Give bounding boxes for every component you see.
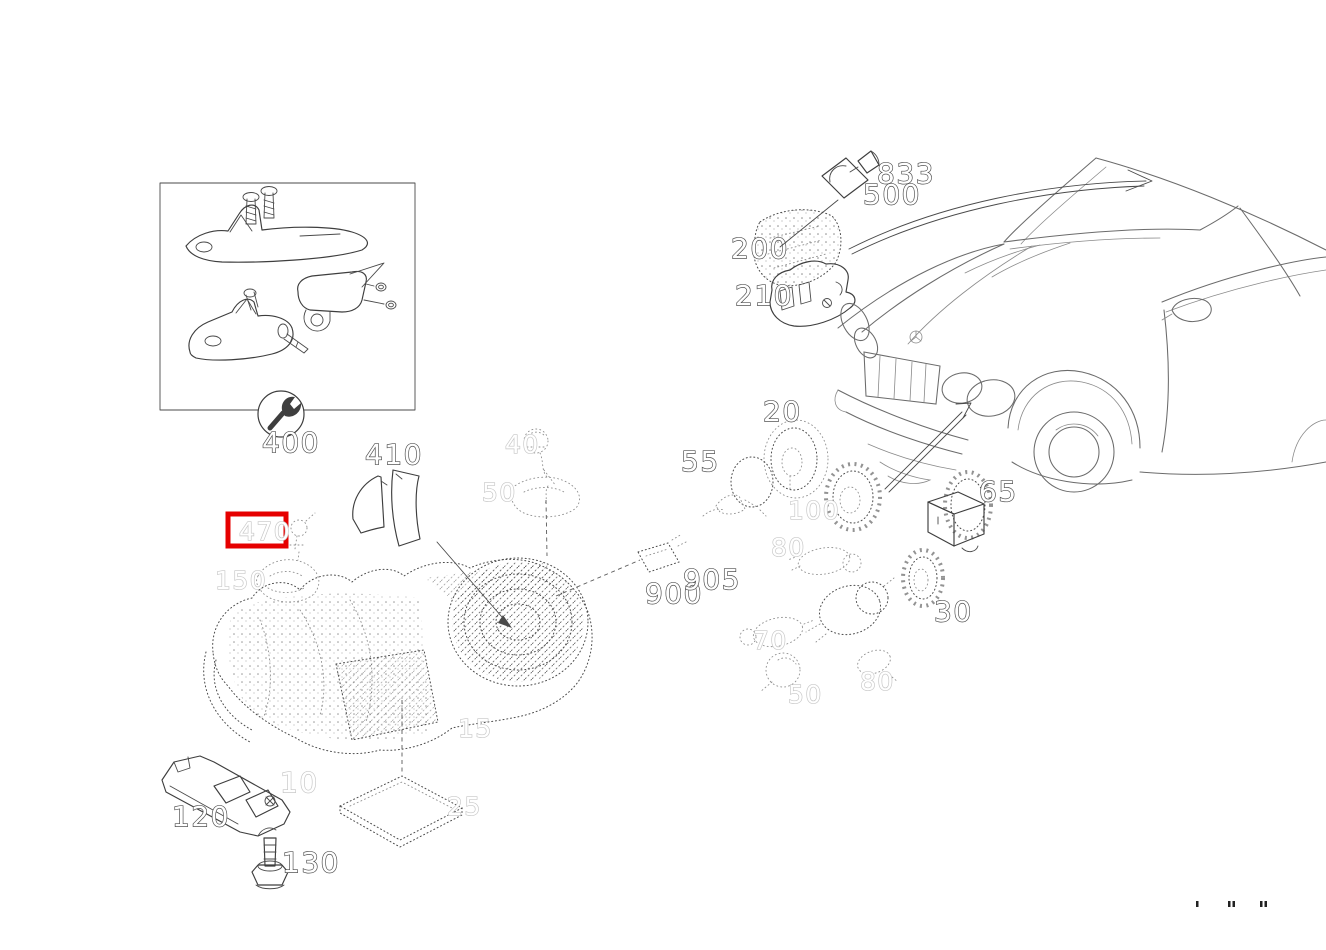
car-outline-drawing xyxy=(834,157,1326,493)
retaining-ring-100-drawing xyxy=(824,462,882,532)
cap-80b-drawing xyxy=(857,649,899,683)
callout-55[interactable]: 55 xyxy=(680,444,720,478)
callout-65[interactable]: 65 xyxy=(978,474,1018,508)
control-unit-25-drawing xyxy=(338,700,464,848)
cover-210-drawing xyxy=(769,260,856,327)
bulb-70-drawing xyxy=(739,616,815,648)
bulb-500-833-drawing xyxy=(779,150,880,248)
callout-40[interactable]: 40 xyxy=(504,429,540,459)
seal-50-drawing xyxy=(510,476,580,557)
repair-kit-box-drawing xyxy=(159,182,416,438)
bulb-50b-drawing xyxy=(759,652,801,693)
bulb-socket-drawing xyxy=(289,512,316,561)
connector-900-drawing xyxy=(555,533,689,597)
callout-210[interactable]: 210 xyxy=(734,278,793,312)
callout-70[interactable]: 70 xyxy=(752,625,788,655)
callout-410[interactable]: 410 xyxy=(364,437,423,471)
brand-star-icon xyxy=(909,330,923,344)
wrench-icon xyxy=(257,390,305,438)
kit-screw-icon xyxy=(242,186,278,225)
callout-100[interactable]: 100 xyxy=(787,495,840,525)
selection-highlight-box xyxy=(225,511,289,549)
kit-plate xyxy=(297,262,397,332)
callout-150[interactable]: 150 xyxy=(214,565,267,595)
callout-15[interactable]: 15 xyxy=(457,713,493,743)
callout-20[interactable]: 20 xyxy=(762,394,802,428)
callout-400[interactable]: 400 xyxy=(261,425,320,459)
callout-80[interactable]: 80 xyxy=(770,532,806,562)
bulb-assembly-drawing xyxy=(805,577,895,643)
pointer-arrowhead xyxy=(498,615,512,628)
callout-25[interactable]: 25 xyxy=(446,791,482,821)
ring-30-drawing xyxy=(901,548,945,608)
direction-arrow-roof xyxy=(848,169,1153,255)
callout-130[interactable]: 130 xyxy=(281,845,340,879)
kit-bracket-upper xyxy=(185,204,369,263)
callout-200[interactable]: 200 xyxy=(730,231,789,265)
screw-130-drawing xyxy=(251,837,289,890)
bulb-socket-55-drawing xyxy=(702,456,774,517)
cap-40-drawing xyxy=(523,428,557,505)
igniter-200-drawing xyxy=(753,209,842,287)
callout-50b[interactable]: 50 xyxy=(787,679,823,709)
pointer-line xyxy=(436,541,509,625)
footer-tick-marks xyxy=(1196,901,1267,907)
selected-part-470[interactable]: 470 xyxy=(225,511,316,561)
callout-120[interactable]: 120 xyxy=(171,799,230,833)
bracket-120-drawing xyxy=(161,755,291,837)
callout-905[interactable]: 905 xyxy=(682,562,741,596)
seal-ring-20-drawing xyxy=(763,419,829,499)
adjuster-150-drawing xyxy=(256,559,320,603)
callout-470[interactable]: 470 xyxy=(238,516,291,546)
callout-500[interactable]: 500 xyxy=(862,177,921,211)
direction-arrow-headlamp xyxy=(884,402,972,493)
callout-833[interactable]: 833 xyxy=(876,156,935,190)
kit-bracket-lower xyxy=(188,288,309,361)
lens-deflectors-drawing xyxy=(352,469,421,547)
callout-50[interactable]: 50 xyxy=(481,477,517,507)
callout-80b[interactable]: 80 xyxy=(859,666,895,696)
callout-900[interactable]: 900 xyxy=(644,576,703,610)
callout-10[interactable]: 10 xyxy=(279,765,319,799)
callout-30[interactable]: 30 xyxy=(933,594,973,628)
headlamp-assembly-drawing xyxy=(203,541,593,755)
bulb-80-drawing xyxy=(787,547,862,575)
relay-65-drawing xyxy=(927,470,993,553)
